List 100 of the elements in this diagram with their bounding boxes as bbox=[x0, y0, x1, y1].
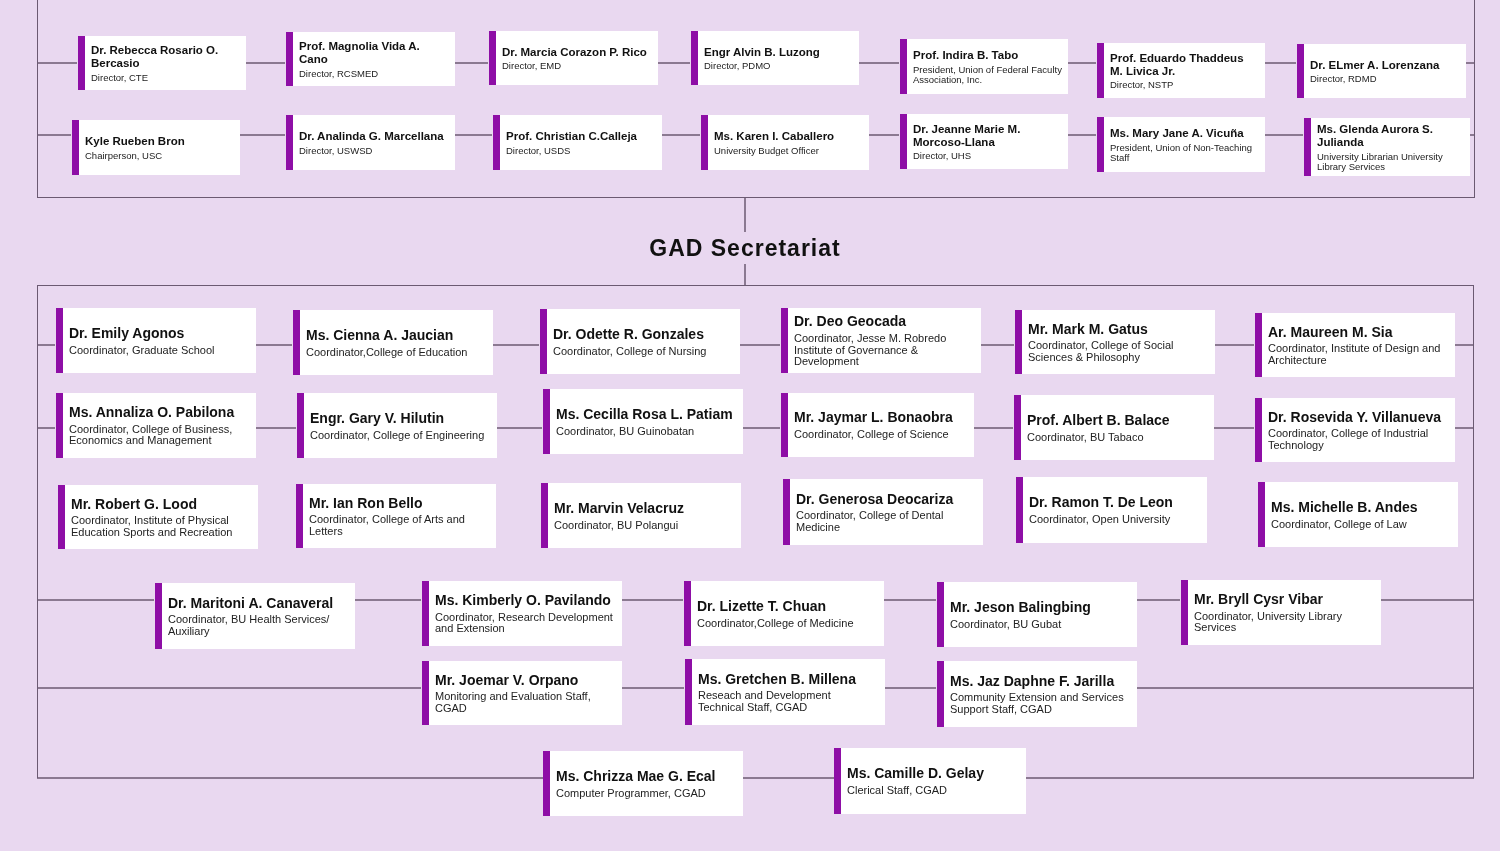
position-title: Monitoring and Evaluation Staff, CGAD bbox=[435, 691, 592, 715]
person-name: Ms. Jaz Daphne F. Jarilla bbox=[950, 673, 1116, 690]
person-name: Mr. Jeson Balingbing bbox=[950, 599, 1092, 616]
connector-line bbox=[453, 134, 493, 136]
position-title: Coordinator, BU Tabaco bbox=[1027, 431, 1145, 444]
name-card bbox=[1014, 395, 1214, 460]
connector-line bbox=[741, 427, 781, 429]
name-card bbox=[286, 115, 455, 170]
name-card bbox=[543, 389, 743, 454]
position-title: President, Union of Non-Teaching Staff bbox=[1110, 142, 1254, 163]
position-title: Coordinator, College of Industrial Technology bbox=[1268, 428, 1430, 452]
person-name: Ms. Chrizza Mae G. Ecal bbox=[556, 768, 717, 785]
connector-line bbox=[742, 777, 835, 779]
name-card bbox=[781, 393, 974, 457]
position-title: Director, RCSMED bbox=[299, 68, 380, 79]
name-card bbox=[685, 659, 885, 725]
name-card bbox=[540, 309, 740, 374]
connector-line bbox=[353, 599, 422, 601]
position-title: Coordinator, Graduate School bbox=[69, 344, 216, 357]
position-title: Coordinator, College of Science bbox=[794, 429, 950, 441]
connector-line bbox=[254, 427, 297, 429]
person-name: Engr. Gary V. Hilutin bbox=[310, 410, 446, 427]
connector-line bbox=[744, 263, 746, 286]
connector-line bbox=[867, 134, 900, 136]
connector-line bbox=[1263, 134, 1304, 136]
person-name: Ms. Karen I. Caballero bbox=[714, 130, 836, 143]
position-title: Reseach and Development Technical Staff, CGAD bbox=[698, 690, 832, 714]
person-name: Dr. Jeanne Marie M. Morcoso-Llana bbox=[913, 122, 1022, 149]
position-title: Community Extension and Services Support Staff, CGAD bbox=[950, 692, 1125, 716]
position-title: Director, NSTP bbox=[1110, 80, 1175, 91]
name-card bbox=[58, 485, 258, 549]
position-title: Director, PDMO bbox=[704, 61, 772, 72]
person-name: Mr. Jaymar L. Bonaobra bbox=[794, 410, 954, 427]
name-card bbox=[834, 748, 1026, 814]
person-name: Ms. Mary Jane A. Vicuña bbox=[1110, 127, 1245, 140]
name-card bbox=[155, 583, 355, 649]
person-name: Dr. Deo Geocada bbox=[794, 314, 908, 330]
name-card bbox=[937, 582, 1137, 647]
name-card bbox=[701, 115, 869, 170]
connector-line bbox=[36, 427, 56, 429]
position-title: Coordinator, BU Health Services/ Auxiliary bbox=[168, 614, 331, 638]
position-title: Director, EMD bbox=[502, 61, 563, 72]
person-name: Prof. Christian C.Calleja bbox=[506, 130, 638, 143]
name-card bbox=[781, 308, 981, 373]
connector-line bbox=[883, 687, 937, 689]
connector-line bbox=[491, 344, 540, 346]
connector-line bbox=[620, 599, 684, 601]
person-name: Ms. Camille D. Gelay bbox=[847, 766, 985, 783]
connector-line bbox=[660, 134, 701, 136]
name-card bbox=[1181, 580, 1381, 645]
connector-line bbox=[882, 599, 937, 601]
connector-line bbox=[972, 427, 1014, 429]
name-card bbox=[422, 581, 622, 646]
connector-line bbox=[738, 344, 781, 346]
person-name: Dr. Lizette T. Chuan bbox=[697, 598, 828, 615]
name-card bbox=[900, 39, 1068, 94]
person-name: Engr Alvin B. Luzong bbox=[704, 45, 821, 59]
name-card bbox=[78, 36, 246, 90]
person-name: Prof. Albert B. Balace bbox=[1027, 412, 1171, 429]
connector-line bbox=[620, 687, 685, 689]
person-name: Ms. Gretchen B. Millena bbox=[698, 671, 857, 688]
connector-line bbox=[656, 62, 691, 64]
person-name: Prof. Indira B. Tabo bbox=[913, 49, 1020, 62]
person-name: Mr. Ian Ron Bello bbox=[309, 495, 424, 512]
connector-line bbox=[453, 62, 489, 64]
name-card bbox=[691, 31, 859, 85]
position-title: Director, UHS bbox=[913, 151, 973, 162]
connector-line bbox=[1453, 344, 1475, 346]
position-title: Coordinator, College of Business, Economics and Management bbox=[69, 423, 234, 447]
position-title: Coordinator, College of Dental Medicine bbox=[796, 510, 945, 534]
name-card bbox=[293, 310, 493, 375]
person-name: Dr. Rebecca Rosario O. Bercasio bbox=[91, 44, 220, 70]
person-name: Dr. Analinda G. Marcellana bbox=[299, 130, 445, 143]
person-name: Ms. Glenda Aurora S. Julianda bbox=[1317, 123, 1434, 149]
position-title: Chairperson, USC bbox=[85, 150, 164, 161]
person-name: Prof. Magnolia Vida A. Cano bbox=[299, 40, 421, 66]
connector-line bbox=[1464, 62, 1476, 64]
person-name: Dr. Emily Agonos bbox=[69, 325, 186, 342]
connector-line bbox=[36, 62, 78, 64]
position-title: Coordinator, College of Law bbox=[1271, 518, 1408, 531]
connector-line bbox=[495, 427, 543, 429]
connector-line bbox=[36, 599, 155, 601]
connector-line bbox=[238, 134, 286, 136]
connector-line bbox=[1212, 427, 1255, 429]
connector-line bbox=[1263, 62, 1297, 64]
position-title: Coordinator, BU Polangui bbox=[554, 519, 680, 532]
person-name: Ms. Cienna A. Jaucian bbox=[306, 327, 455, 344]
person-name: Ms. Kimberly O. Pavilando bbox=[435, 593, 612, 609]
org-frame bbox=[37, 0, 1475, 198]
name-card bbox=[1304, 118, 1470, 176]
name-card bbox=[1016, 477, 1207, 543]
position-title: President, Union of Federal Faculty Association, Inc. bbox=[913, 64, 1062, 85]
position-title: Coordinator, Institute of Design and Architecture bbox=[1268, 343, 1442, 367]
name-card bbox=[937, 661, 1137, 727]
connector-line bbox=[244, 62, 286, 64]
name-card bbox=[493, 115, 662, 170]
name-card bbox=[1097, 117, 1265, 172]
position-title: University Librarian University Library Services bbox=[1317, 151, 1444, 172]
position-title: Director, USWSD bbox=[299, 145, 374, 156]
position-title: Clerical Staff, CGAD bbox=[847, 785, 949, 797]
